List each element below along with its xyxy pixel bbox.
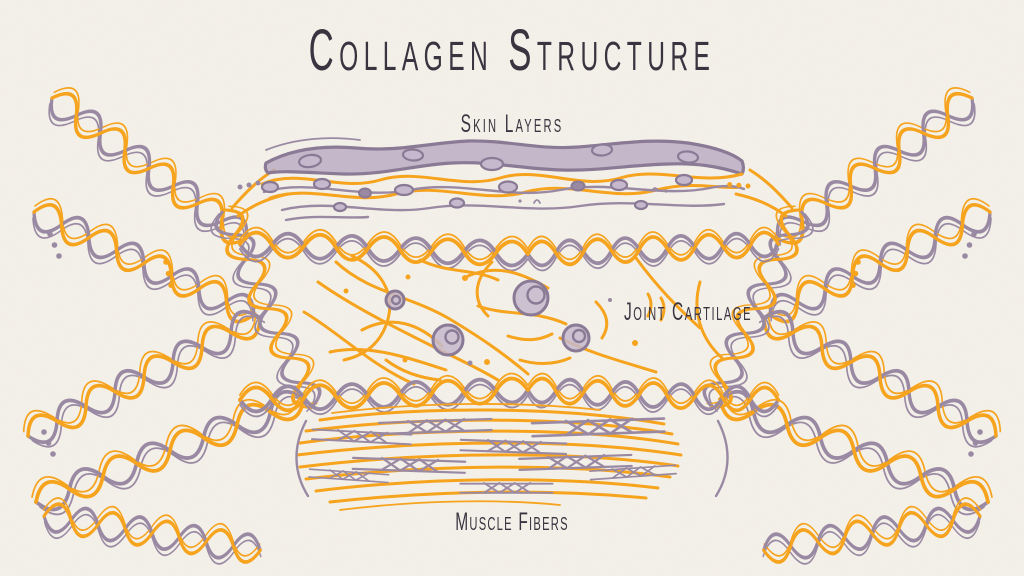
label-muscle-fibers: Muscle Fibers [455, 508, 569, 536]
joint-cartilage-illustration [302, 254, 724, 386]
chondrocyte-cell [512, 279, 550, 317]
chondrocyte-cell [384, 289, 406, 311]
chondrocyte-cell [561, 323, 591, 353]
label-skin-layers: Skin Layers [460, 110, 564, 138]
poster-title: Collagen Structure [308, 18, 716, 83]
skin-layers-illustration [260, 137, 746, 222]
muscle-fibers-illustration [295, 403, 729, 511]
label-joint-cartilage: Joint Cartilage [624, 298, 753, 326]
chondrocyte-cell [431, 323, 465, 357]
